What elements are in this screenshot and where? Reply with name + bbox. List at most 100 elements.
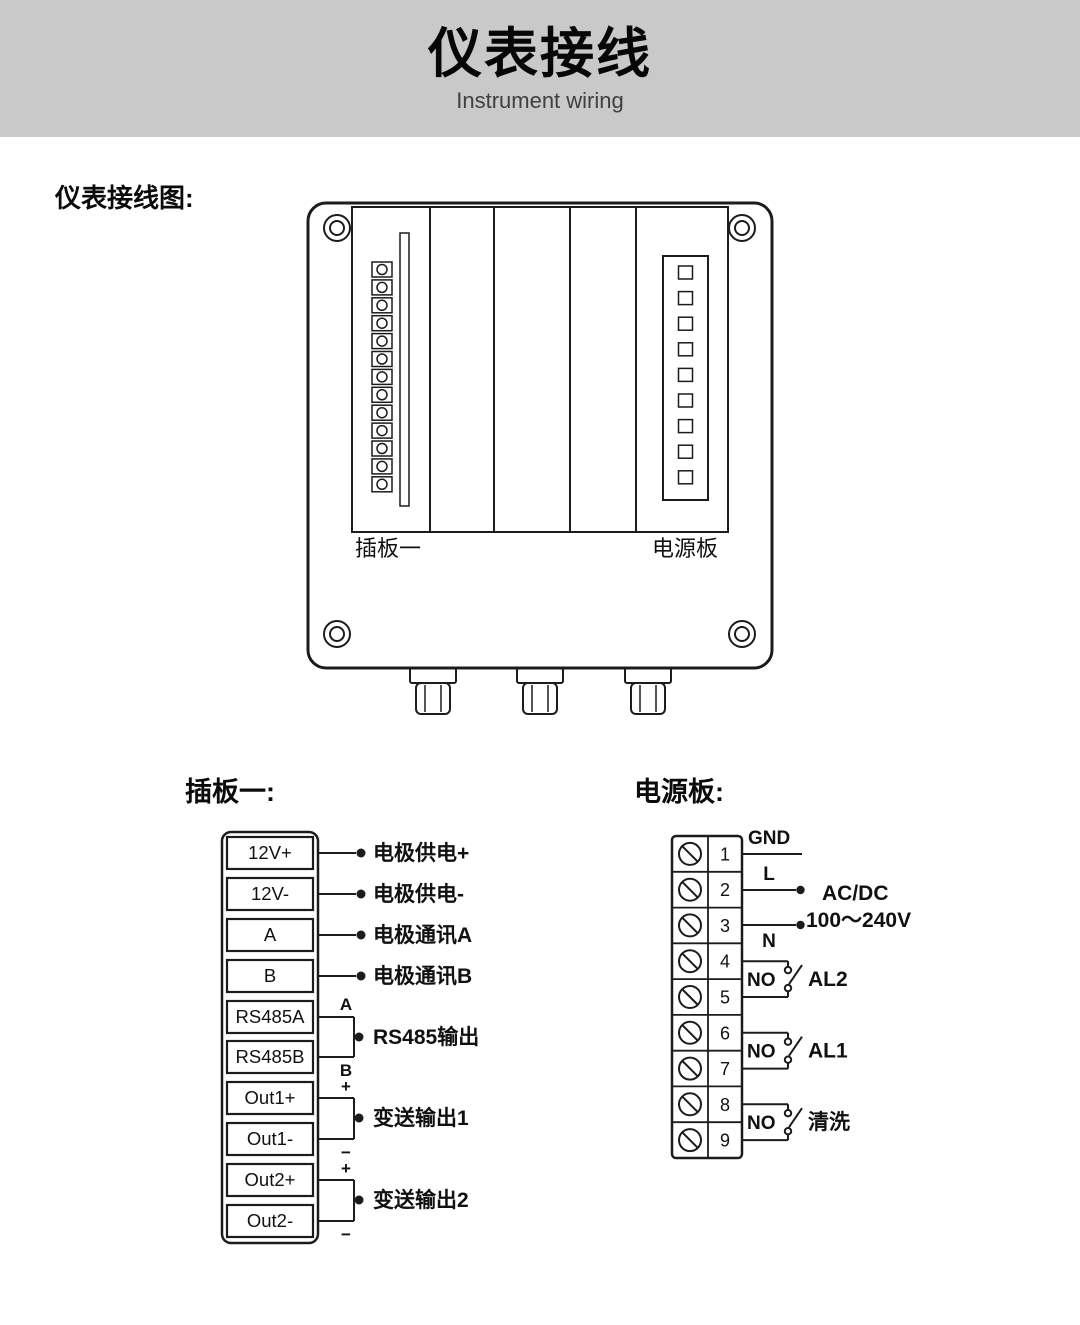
plugboard-terminal-boxes: 12V+ 12V- A B RS485A RS485B Out1+ Out1- … <box>225 835 315 1239</box>
terminal-cell <box>677 342 694 357</box>
no-contact-label: NO <box>747 970 776 991</box>
powerboard-terminal-block: 1 2 3 4 5 6 7 8 9 <box>670 834 744 1160</box>
terminal-cell <box>677 393 694 408</box>
terminal-number: 9 <box>720 1131 730 1151</box>
screw-terminal-icon <box>678 1056 702 1081</box>
relay-label: AL1 <box>808 1040 848 1063</box>
terminal-cell <box>677 265 694 280</box>
out1-pair-wires: + − 变送输出1 <box>318 1077 469 1162</box>
page-subtitle: Instrument wiring <box>456 87 624 113</box>
screw-terminal-icon <box>678 913 702 938</box>
terminal-label: Out1- <box>247 1128 293 1149</box>
inner-panel <box>351 206 729 533</box>
terminal-label: Out2+ <box>245 1169 296 1190</box>
out2-pair-wires: + − 变送输出2 <box>318 1159 469 1244</box>
neutral-wire: N <box>742 920 805 952</box>
neutral-label: N <box>762 931 776 952</box>
terminal-label: A <box>264 924 277 945</box>
powerboard-terminal-strip <box>662 255 709 501</box>
terminal-number: 4 <box>720 952 730 972</box>
corner-screw-top-left <box>323 214 351 242</box>
live-wire: L <box>742 864 805 895</box>
terminal-cell <box>371 279 393 296</box>
gnd-wire: GND <box>742 828 802 855</box>
pair-bottom-mark: − <box>341 1143 351 1162</box>
corner-screw-bottom-left <box>323 620 351 648</box>
cable-gland-1 <box>409 667 457 715</box>
corner-screw-top-right <box>728 214 756 242</box>
slot-label-right: 电源板 <box>652 536 718 561</box>
terminal-cell <box>677 418 694 434</box>
screw-terminal-icon <box>678 841 702 866</box>
terminal-cell <box>677 444 694 459</box>
live-label: L <box>763 864 775 885</box>
screw-terminal-icon <box>678 1020 702 1045</box>
gnd-label: GND <box>748 828 790 849</box>
terminal-cell <box>371 261 393 278</box>
section-label: 仪表接线图: <box>55 183 194 213</box>
terminal-cell <box>677 367 694 383</box>
no-contact-label: NO <box>747 1113 776 1134</box>
terminal-cell <box>371 386 393 404</box>
screw-terminal-icon <box>678 877 702 902</box>
wire-annotation: 电极通讯B <box>373 965 472 988</box>
terminal-cell <box>371 314 393 332</box>
terminal-number: 8 <box>720 1095 730 1115</box>
terminal-label: 12V+ <box>248 842 292 863</box>
terminal-cell <box>371 368 393 386</box>
enclosure-diagram: 插板一 电源板 <box>306 201 774 715</box>
terminal-label: Out2- <box>247 1210 293 1231</box>
terminal-number: 5 <box>720 988 730 1008</box>
terminal-label: 12V- <box>251 883 289 904</box>
cable-gland-2 <box>516 667 564 715</box>
relay-label: 清洗 <box>808 1110 850 1134</box>
wire-annotation: 电极通讯A <box>373 924 472 947</box>
wire-annotation: 变送输出2 <box>373 1188 469 1212</box>
pair-top-mark: A <box>340 995 352 1014</box>
terminal-cell <box>371 350 393 368</box>
terminal-label: RS485A <box>236 1006 306 1027</box>
wire-annotation: RS485输出 <box>373 1025 479 1049</box>
rs485-pair-wires: A B RS485输出 <box>318 995 479 1080</box>
plugboard-heading: 插板一: <box>185 777 275 807</box>
cable-gland-3 <box>624 667 672 715</box>
relay-label: AL2 <box>808 968 848 991</box>
supply-type-label: AC/DC <box>822 882 889 905</box>
terminal-cell <box>371 476 393 493</box>
terminal-cell <box>677 290 694 306</box>
relay-al2: NO AL2 <box>742 960 848 998</box>
page-title: 仪表接线 <box>428 23 652 84</box>
terminal-number: 2 <box>720 880 730 900</box>
wire-annotation: 电极供电- <box>373 882 464 906</box>
terminal-cell <box>371 404 393 421</box>
terminal-number: 3 <box>720 916 730 936</box>
terminal-label: RS485B <box>236 1046 305 1067</box>
terminal-cell <box>371 440 393 457</box>
page-header: 仪表接线 Instrument wiring <box>0 0 1080 137</box>
terminal-number: 1 <box>720 844 730 864</box>
screw-terminal-icon <box>678 949 702 974</box>
pair-top-mark: + <box>341 1159 351 1178</box>
no-contact-label: NO <box>747 1042 776 1063</box>
plugboard-terminal-strip <box>371 232 410 507</box>
terminal-cell <box>371 297 393 314</box>
plugboard-detail-diagram: 12V+ 12V- A B RS485A RS485B Out1+ Out1- … <box>220 830 479 1245</box>
terminal-cell <box>371 458 393 475</box>
terminal-number: 7 <box>720 1059 730 1079</box>
wire-annotation: 电极供电+ <box>373 841 469 865</box>
relay-al1: NO AL1 <box>742 1031 848 1070</box>
pair-bottom-mark: B <box>340 1061 352 1080</box>
terminal-number: 6 <box>720 1023 730 1043</box>
plugboard-single-wires: 电极供电+ 电极供电- 电极通讯A 电极通讯B <box>318 841 472 988</box>
corner-screw-bottom-right <box>728 620 756 648</box>
terminal-label: B <box>264 965 276 986</box>
screw-terminal-icon <box>678 1128 702 1153</box>
terminal-cell <box>677 316 694 331</box>
screw-terminal-icon <box>678 1092 702 1117</box>
terminal-cell <box>371 332 393 350</box>
slot-label-left: 插板一 <box>355 536 421 561</box>
terminal-cell <box>677 470 694 485</box>
powerboard-detail-diagram: 1 2 3 4 5 6 7 8 9 GND L N AC/DC 100～240V <box>670 828 911 1160</box>
pair-bottom-mark: − <box>341 1225 351 1244</box>
